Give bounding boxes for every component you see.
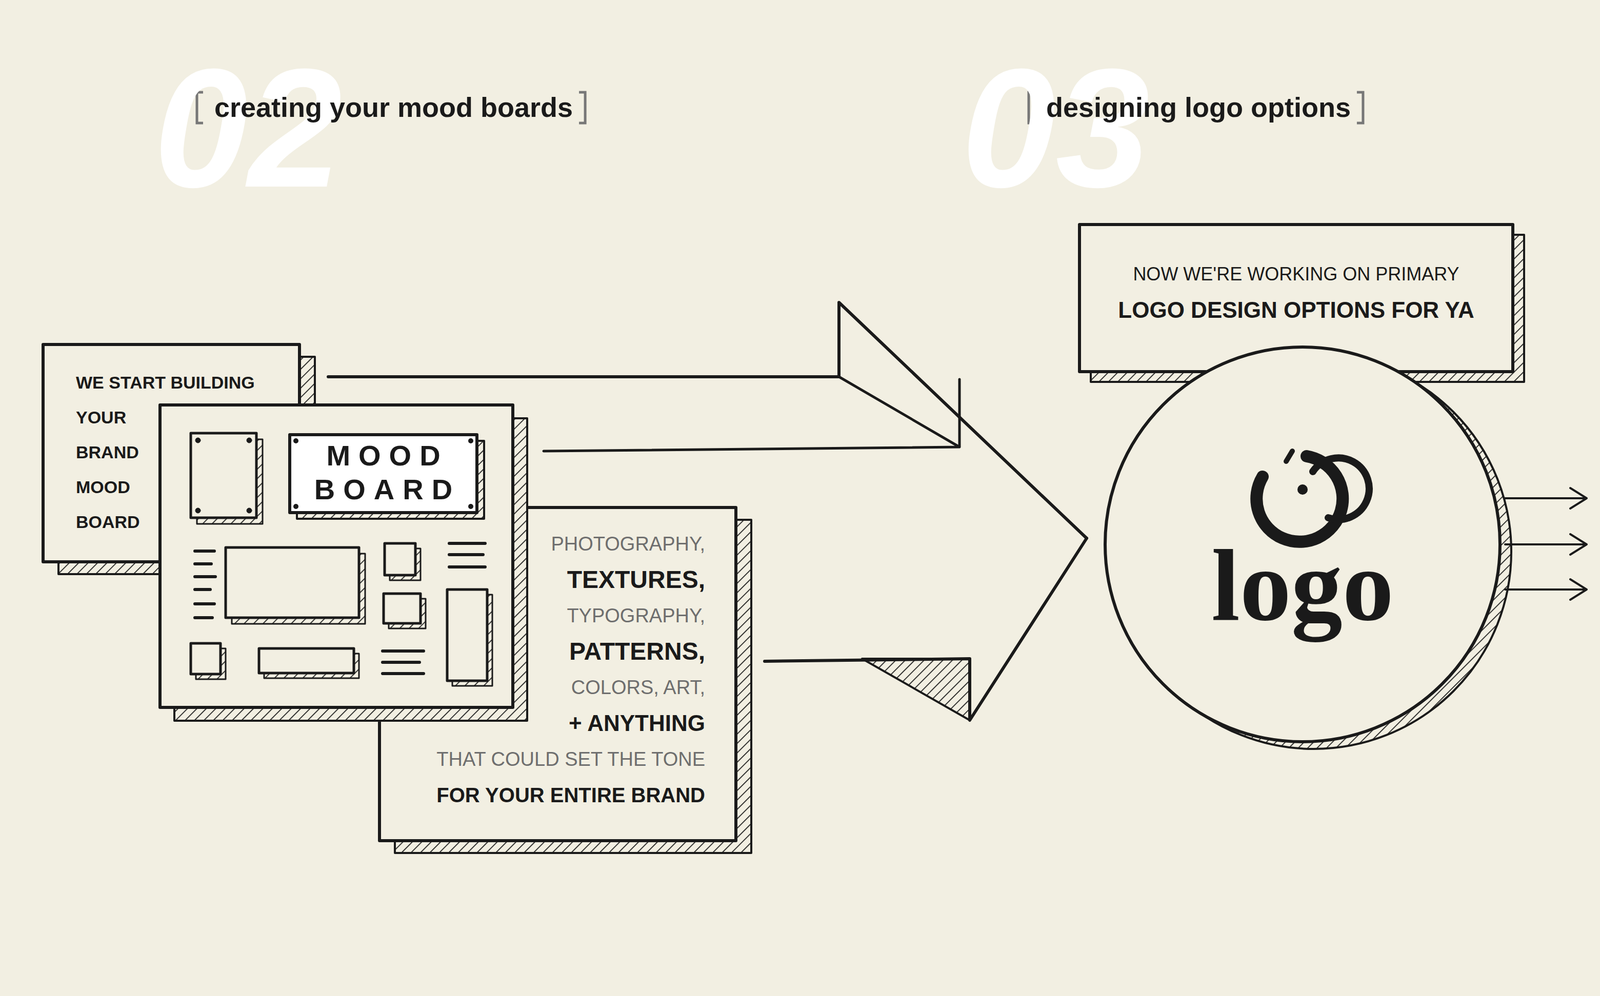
- drawing-path: [449, 543, 486, 568]
- drawing-path: [1505, 488, 1587, 509]
- drawing-circle: [1297, 484, 1308, 495]
- drawing-circle: [195, 508, 201, 514]
- logo-circle-outline: [1105, 347, 1512, 750]
- drawing-rect: [258, 648, 354, 674]
- drawing-rect: [225, 547, 359, 618]
- drawing-rect: [384, 543, 416, 576]
- drawing-path: [382, 651, 424, 674]
- drawing-path: [1505, 534, 1587, 555]
- drawing-path: [1505, 579, 1587, 600]
- drawing-circle: [246, 508, 252, 514]
- circle-outline: [1105, 347, 1500, 743]
- logo-symbol: [1256, 451, 1370, 543]
- pin: [468, 504, 474, 510]
- box-outline: [289, 434, 477, 513]
- node-text: NOW WE'RE WORKING ON PRIMARY: [1132, 256, 1459, 293]
- node-text: FOR YOUR ENTIRE BRAND: [436, 777, 706, 814]
- pin: [468, 438, 474, 444]
- step-number-watermark: 02: [153, 43, 343, 213]
- mood-board-sign-outline: [289, 434, 485, 519]
- frame-drawing: [160, 405, 528, 722]
- arrow-shade: [862, 658, 970, 721]
- node-text: TEXTURES,: [567, 562, 706, 598]
- step-number-watermark: 03: [961, 43, 1150, 213]
- arrow-depth: [543, 376, 960, 452]
- drawing-rect: [160, 405, 513, 708]
- node-text: LOGO DESIGN OPTIONS FOR YA: [1117, 292, 1474, 329]
- drawing-circle: [246, 437, 252, 444]
- pin: [293, 438, 299, 444]
- node-text: TYPOGRAPHY,: [566, 597, 706, 634]
- node-text: THAT COULD SET THE TONE: [436, 741, 706, 778]
- drawing-path: [1256, 456, 1343, 543]
- step-heading: creating your mood boards: [214, 90, 573, 125]
- drawing-path: [1286, 451, 1293, 462]
- step-box: NOW WE'RE WORKING ON PRIMARYLOGO DESIGN …: [1079, 224, 1513, 372]
- tone-box: PHOTOGRAPHY,TEXTURES,TYPOGRAPHY,PATTERNS…: [379, 507, 736, 842]
- node-text: PATTERNS,: [569, 633, 706, 670]
- node-text: WE START BUILDING YOUR BRAND MOOD BOARD: [75, 365, 290, 540]
- step-heading: designing logo options: [1046, 90, 1351, 125]
- drawing-rect: [383, 593, 421, 624]
- drawing-path: [1312, 457, 1370, 520]
- node-text: + ANYTHING: [568, 705, 706, 742]
- pin: [293, 504, 299, 510]
- note-box: WE START BUILDING YOUR BRAND MOOD BOARD: [43, 344, 300, 563]
- drawing-rect: [190, 643, 221, 675]
- drawing-rect: [190, 433, 257, 518]
- mood-board-sign: MOOD BOARD: [289, 434, 477, 513]
- node-text: logo: [1211, 534, 1394, 637]
- logo-circle: logo: [1105, 347, 1500, 743]
- output-arrows: [1505, 488, 1587, 600]
- drawing-path: [194, 551, 216, 618]
- node-text: COLORS, ART,: [571, 669, 706, 706]
- drawing-circle: [195, 437, 201, 444]
- node-text: MOOD BOARD: [297, 438, 477, 507]
- arrow-outline: [764, 538, 1087, 721]
- node-text: PHOTOGRAPHY,: [550, 526, 706, 563]
- drawing-rect: [447, 589, 488, 682]
- wrap-spacer: [153, 400, 290, 554]
